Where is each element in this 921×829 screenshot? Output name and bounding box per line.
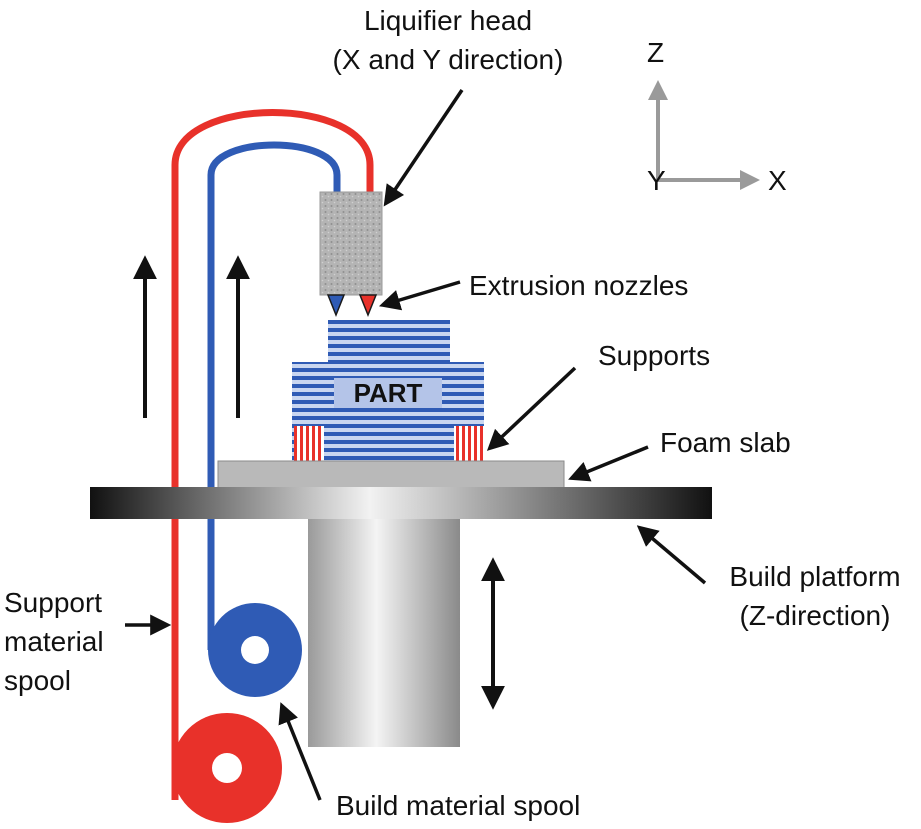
coordinate-axes: Z Y X [647, 37, 787, 196]
supports-label: Supports [598, 340, 710, 371]
axis-x-label: X [768, 165, 787, 196]
platform-callout-arrow [636, 525, 707, 585]
part-label-bg [334, 378, 442, 408]
nozzles-callout-arrow [378, 280, 461, 311]
support-spool-label: Support [4, 587, 102, 618]
build-platform [90, 487, 712, 519]
foam-slab-label: Foam slab [660, 427, 791, 458]
liquifier-head [319, 191, 383, 296]
extrusion-nozzles-label: Extrusion nozzles [469, 270, 688, 301]
support-filament [171, 109, 374, 800]
build-spool-label: Build material spool [336, 790, 580, 821]
axis-y-label: Y [647, 165, 666, 196]
axis-z-label: Z [647, 37, 664, 68]
liquifier-head-label-line2: (X and Y direction) [333, 44, 564, 75]
foam-slab [217, 460, 565, 489]
build-nozzle [326, 294, 346, 318]
part-top-layer [328, 320, 450, 362]
supports-callout-arrow [486, 366, 577, 451]
liquifier-head-label: Liquifier head [364, 5, 532, 36]
build-platform-label: Build platform [729, 561, 900, 592]
support-nozzle [358, 294, 378, 318]
foam-callout-arrow [568, 445, 649, 482]
support-material-spool-icon [172, 713, 282, 823]
platform-piston [308, 515, 460, 747]
support-left [294, 426, 324, 462]
support-spool-label-line3: spool [4, 665, 71, 696]
support-spool-label-line2: material [4, 626, 104, 657]
liquifier-callout-arrow [383, 89, 464, 207]
build-platform-label-line2: (Z-direction) [740, 600, 891, 631]
build-spool-callout-arrow [278, 702, 322, 801]
build-material-spool-icon [208, 603, 302, 697]
support-right [454, 426, 484, 462]
build-filament [207, 141, 341, 650]
part-label: PART [354, 378, 423, 408]
